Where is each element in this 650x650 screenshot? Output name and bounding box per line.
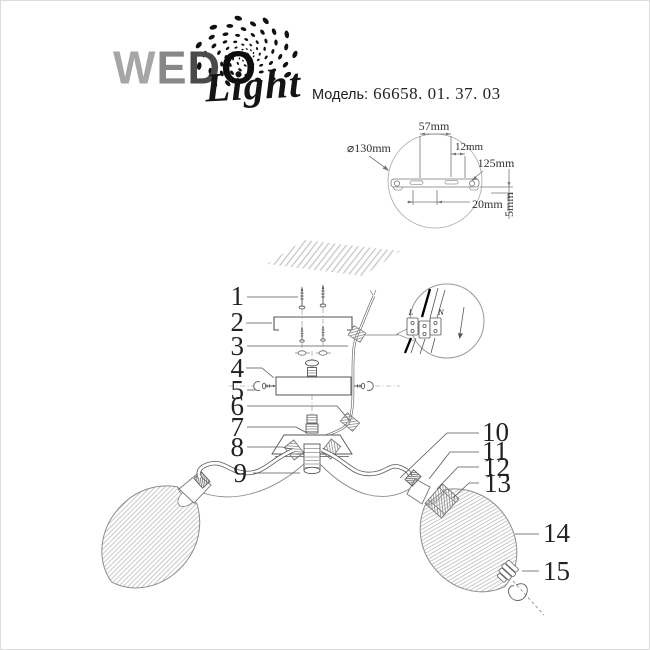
finial-axis-dashed [512, 580, 545, 616]
part-label-7: 7 [231, 412, 245, 442]
wire-elbow-coupling [339, 412, 361, 432]
part-label-6: 6 [231, 391, 245, 421]
part-label-8: 8 [231, 432, 245, 462]
canopy-side-screws [253, 381, 374, 391]
dim-diameter: ⌀130mm [347, 141, 392, 155]
logo-spiral-icon [195, 15, 298, 87]
right-socket-body [424, 483, 460, 519]
dim-125: 125mm [478, 156, 515, 170]
strap-screws [299, 325, 326, 343]
part-label-15: 15 [543, 556, 570, 586]
model-label: Модель: [312, 87, 369, 103]
terminal-live-label: L [408, 307, 414, 317]
logo-letter: O [221, 40, 258, 95]
arm-wires [194, 463, 412, 498]
dim-20: 20mm [472, 197, 503, 211]
logo-letter: E [156, 40, 188, 95]
stud-ring-nut [305, 359, 319, 377]
model-number: 66658. 01. 37. 03 [373, 84, 501, 103]
part-label-5: 5 [231, 375, 245, 405]
canopy [275, 376, 352, 396]
part-label-11: 11 [482, 436, 508, 466]
part-label-3: 3 [231, 331, 245, 361]
mains-wire [317, 289, 377, 441]
mounting-plate-dimension-detail [368, 132, 513, 229]
dim-5: 5mm [502, 192, 516, 217]
logo-letter: W [113, 40, 157, 95]
wiring-detail-bubble: L N [365, 283, 485, 359]
keyhole-washers [295, 350, 331, 356]
part-label-9: 9 [234, 458, 248, 488]
dim-12: 12mm [455, 141, 484, 153]
right-socket-ferrule [404, 469, 422, 487]
right-arm [321, 447, 413, 477]
ceiling-screws [298, 284, 327, 310]
brand-logo: WEDO [113, 44, 257, 91]
logo-letter: D [187, 40, 221, 95]
part-label-14: 14 [543, 518, 571, 548]
left-arm [196, 447, 295, 479]
part-label-12: 12 [483, 452, 510, 482]
model-line: Модель: 66658. 01. 37. 03 [312, 84, 501, 104]
wire-coupling [347, 325, 367, 343]
mounting-strap [273, 316, 353, 331]
hook [508, 583, 528, 601]
leader-lines [246, 296, 539, 572]
dim-57: 57mm [419, 119, 450, 133]
terminal-neutral-label: N [437, 307, 445, 317]
finial [496, 560, 519, 583]
part-label-13: 13 [484, 468, 511, 498]
hub-assembly [271, 414, 353, 475]
ceiling-hatch [267, 240, 400, 276]
part-label-1: 1 [231, 281, 245, 311]
part-label-4: 4 [231, 353, 245, 383]
part-label-10: 10 [482, 417, 509, 447]
part-label-2: 2 [231, 307, 245, 337]
